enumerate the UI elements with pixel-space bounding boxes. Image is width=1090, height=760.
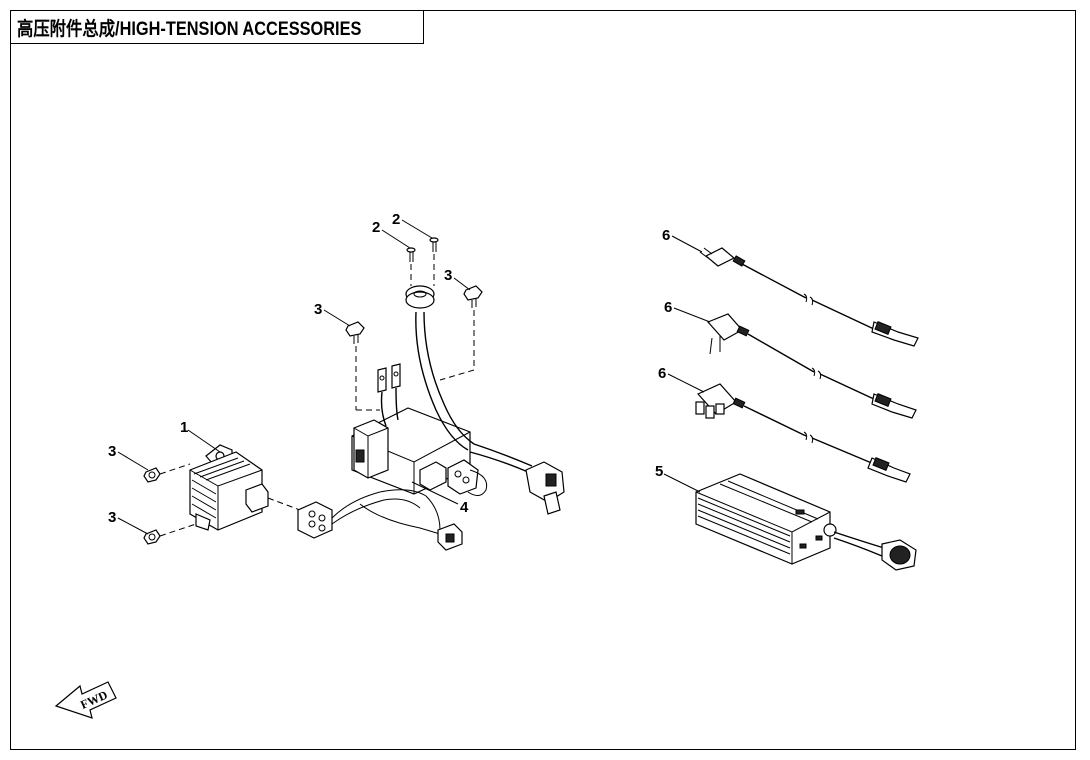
callouts: 1 2 2 3 3 3 3 4 5 6 6 6 <box>108 211 711 535</box>
callout-3-upper-right: 3 <box>444 267 452 284</box>
fwd-arrow: FWD <box>54 681 117 719</box>
callout-2-right: 2 <box>392 211 400 228</box>
bolt-3-left-upper <box>143 463 191 483</box>
diagram-title: 高压附件总成/HIGH-TENSION ACCESSORIES <box>17 18 362 40</box>
callout-2-left: 2 <box>372 219 380 236</box>
callout-4: 4 <box>460 499 469 516</box>
regulator-plug <box>267 497 333 539</box>
diagram-title-box: 高压附件总成/HIGH-TENSION ACCESSORIES <box>10 10 425 44</box>
drawing-frame <box>10 10 1076 750</box>
part-6-cord-eu <box>706 313 917 419</box>
grommet <box>405 285 435 309</box>
callout-5: 5 <box>655 463 663 480</box>
bolt-3-middle <box>345 321 380 411</box>
part-6-cord-us <box>699 247 919 347</box>
callout-1: 1 <box>180 419 188 436</box>
bolt-3-left-lower <box>143 523 197 545</box>
part-6-cord-uk <box>695 383 911 483</box>
part-4-harness <box>331 311 565 551</box>
callout-6-middle: 6 <box>664 299 672 316</box>
screw-2-left <box>406 247 416 286</box>
callout-3-left-lower: 3 <box>108 509 116 526</box>
screw-2-right <box>429 237 439 286</box>
callout-3-left-upper: 3 <box>108 443 116 460</box>
callout-6-lower: 6 <box>658 365 666 382</box>
bolt-3-upper-right <box>439 285 483 381</box>
callout-6-upper: 6 <box>662 227 670 244</box>
part-5-charger <box>695 473 917 571</box>
part-1-regulator <box>189 444 269 531</box>
callout-3-middle: 3 <box>314 301 322 318</box>
